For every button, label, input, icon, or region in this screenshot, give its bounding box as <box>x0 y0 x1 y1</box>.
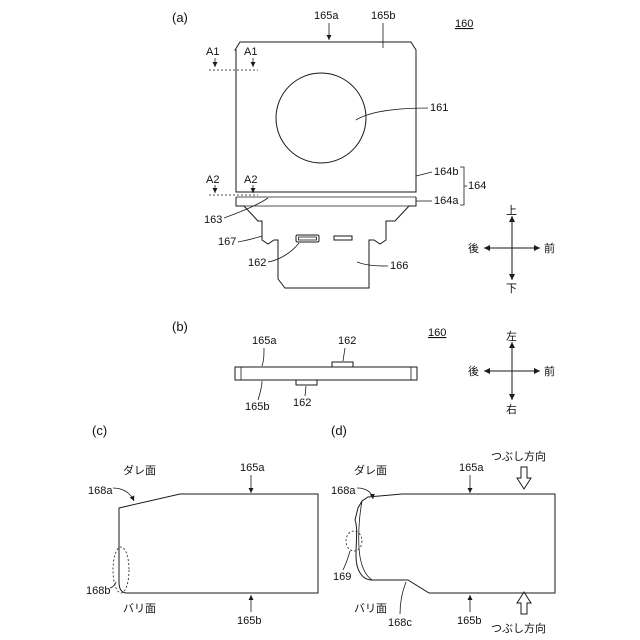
cross-section-c <box>119 494 318 593</box>
compass-a-down: 下 <box>506 283 517 295</box>
ref-d-169: 169 <box>333 571 351 583</box>
compass-b-back: 後 <box>468 364 479 378</box>
ref-164: 164 <box>468 180 486 192</box>
section-mark-a1: A1 A1 <box>206 46 258 70</box>
plate-outline <box>235 42 416 192</box>
ref-d-crush-top: つぶし方向 <box>491 449 546 463</box>
section-a2-right: A2 <box>244 174 257 186</box>
ref-b-165a: 165a <box>252 335 277 347</box>
section-a1-left: A1 <box>206 46 219 58</box>
ref-164a: 164a <box>434 195 459 207</box>
crush-arrow-down-icon <box>517 467 531 489</box>
compass-a: 上 下 後 前 <box>468 204 555 295</box>
ref-d-165b: 165b <box>457 615 481 627</box>
panel-c-label: (c) <box>92 423 107 438</box>
ref-163: 163 <box>204 214 222 226</box>
ref-d-crush-bottom: つぶし方向 <box>491 621 546 635</box>
compass-a-back: 後 <box>468 241 479 255</box>
panel-c: (c) ダレ面 165a 168a 168b バリ面 165b <box>86 423 318 627</box>
lower-tab-outline <box>236 197 416 288</box>
burr-ellipse-168b <box>113 547 129 593</box>
ref-d-165a: 165a <box>459 462 484 474</box>
slot-162 <box>296 235 319 242</box>
ref-164b: 164b <box>434 166 458 178</box>
section-a2-left: A2 <box>206 174 219 186</box>
compass-b-left: 左 <box>506 330 517 343</box>
section-a1-right: A1 <box>244 46 257 58</box>
side-view-plate <box>235 367 417 380</box>
panel-a-figure-number: 160 <box>455 18 473 30</box>
panel-b: (b) 160 165a 162 165b 162 左 右 後 前 <box>172 319 555 416</box>
ref-165b: 165b <box>371 10 395 22</box>
ref-b-162-bottom: 162 <box>293 397 311 409</box>
deformation-ellipse-169 <box>346 531 362 551</box>
panel-a: (a) 160 A1 A1 A2 A2 <box>172 10 555 295</box>
ref-c-168a: 168a <box>88 485 113 497</box>
panel-b-figure-number: 160 <box>428 327 446 339</box>
crush-arrow-up-icon <box>517 592 531 614</box>
ref-c-165a: 165a <box>240 462 265 474</box>
compass-b-front: 前 <box>544 364 555 378</box>
circular-feature-161 <box>276 73 366 163</box>
side-slot-bottom <box>296 380 317 385</box>
ref-161: 161 <box>430 102 448 114</box>
ref-c-168b: 168b <box>86 585 110 597</box>
compass-b-right: 右 <box>506 402 517 416</box>
compass-a-up: 上 <box>506 204 517 217</box>
ref-d-168c: 168c <box>388 617 412 629</box>
ref-c-dare: ダレ面 <box>123 463 156 477</box>
side-slot-top <box>332 362 353 367</box>
panel-d-label: (d) <box>331 423 347 438</box>
ref-b-165b: 165b <box>245 401 269 413</box>
ref-165a: 165a <box>314 10 339 22</box>
ref-b-162-top: 162 <box>338 335 356 347</box>
panel-a-label: (a) <box>172 10 188 25</box>
panel-b-label: (b) <box>172 319 188 334</box>
compass-b: 左 右 後 前 <box>468 330 555 416</box>
slot-secondary <box>334 236 352 240</box>
ref-c-bari: バリ面 <box>123 602 156 615</box>
cross-section-d <box>355 494 555 593</box>
ref-162: 162 <box>248 257 266 269</box>
ref-d-168a: 168a <box>331 485 356 497</box>
ref-c-165b: 165b <box>237 615 261 627</box>
compass-a-front: 前 <box>544 241 555 255</box>
ref-d-dare: ダレ面 <box>354 463 387 477</box>
ref-167: 167 <box>218 236 236 248</box>
ref-166: 166 <box>390 260 408 272</box>
ref-d-bari: バリ面 <box>354 602 387 615</box>
panel-d: (d) ダレ面 165a つぶし方向 168a 169 バリ面 168c 165… <box>331 423 555 635</box>
